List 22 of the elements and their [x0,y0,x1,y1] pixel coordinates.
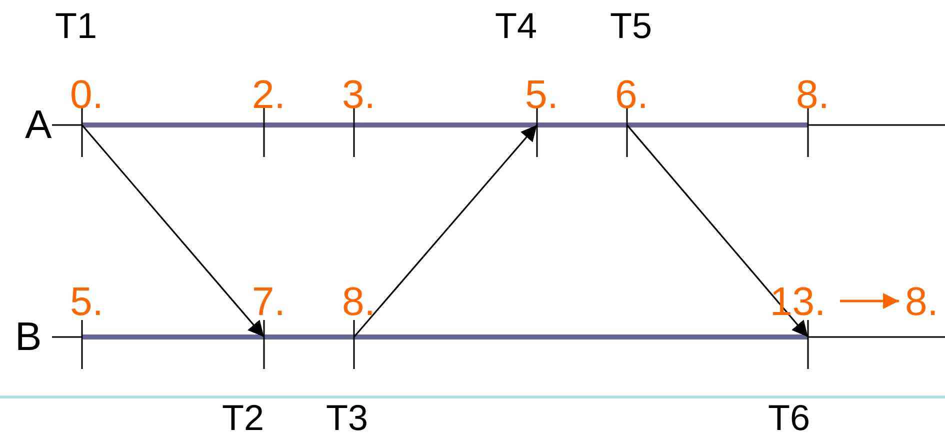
clock-value: 7. [252,282,286,322]
time-label: T3 [326,400,368,436]
time-label: T4 [495,8,538,44]
time-label: T1 [55,8,98,44]
timeline-label: B [15,317,42,357]
arrow [81,124,265,338]
clock-value: 0. [70,75,104,115]
arrow [840,293,899,309]
clock-value: 6. [615,75,648,115]
timeline-label: A [25,105,52,145]
time-label: T2 [222,400,264,436]
clock-value: 8. [342,282,376,322]
arrow [626,124,809,338]
arrow [353,124,538,338]
clock-value: 3. [342,75,376,115]
time-label: T5 [610,8,652,44]
clock-value: 2. [252,75,286,115]
clock-value: 8. [905,282,938,322]
clock-value: 5. [525,75,558,115]
clock-value: 5. [70,282,104,322]
clock-value: 8. [796,75,830,115]
time-label: T6 [768,400,810,436]
